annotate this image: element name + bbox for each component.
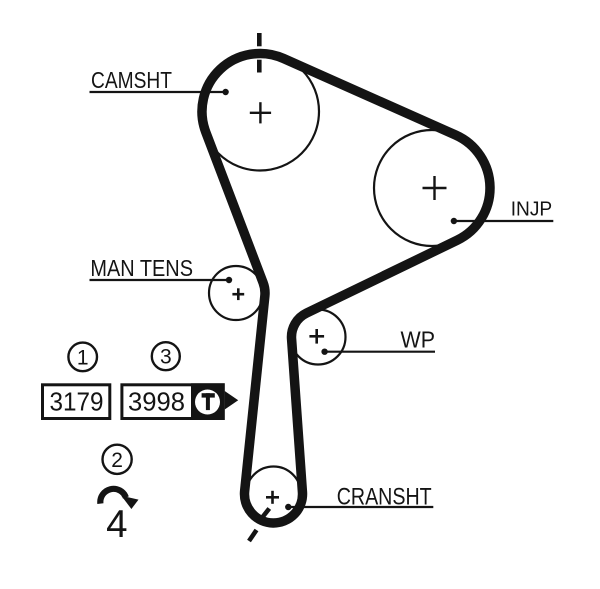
svg-text:3179: 3179 xyxy=(50,389,104,417)
svg-text:3998: 3998 xyxy=(128,389,185,417)
svg-text:4: 4 xyxy=(106,503,127,546)
svg-text:2: 2 xyxy=(111,449,123,472)
svg-text:MAN TENS: MAN TENS xyxy=(90,255,193,281)
svg-text:1: 1 xyxy=(77,346,89,369)
svg-text:INJP: INJP xyxy=(511,199,553,221)
svg-text:CAMSHT: CAMSHT xyxy=(91,67,172,93)
svg-text:3: 3 xyxy=(160,346,172,369)
svg-text:WP: WP xyxy=(401,327,436,353)
svg-text:CRANSHT: CRANSHT xyxy=(337,484,432,511)
